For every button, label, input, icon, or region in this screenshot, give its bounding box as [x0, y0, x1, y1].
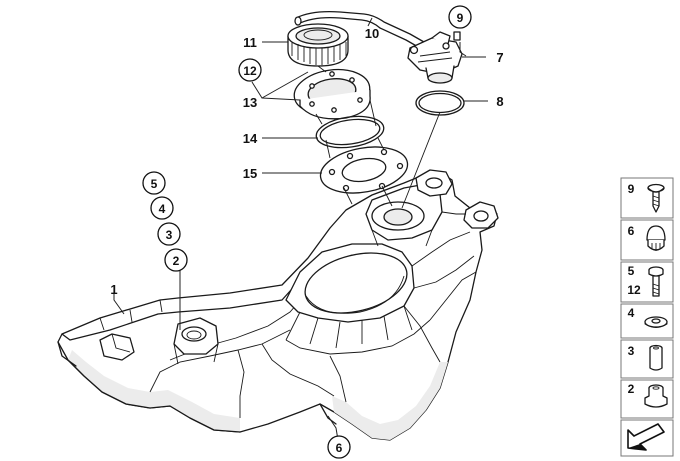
callout-label: 4: [159, 202, 166, 216]
callout-circle: [157, 222, 181, 246]
legend-label: 4: [628, 306, 635, 320]
callout-label: 11: [243, 35, 257, 50]
gasket-plate-drawing: [319, 146, 409, 194]
washer-icon: [644, 316, 668, 328]
callout-label: 10: [365, 26, 379, 41]
legend-label: 6: [628, 224, 635, 238]
pump-unit-drawing: [407, 31, 463, 84]
fuel-tank-drawing: [57, 169, 499, 441]
grommet-icon: [644, 384, 668, 408]
callout-label: 1: [110, 282, 117, 297]
callout-circle: [238, 58, 262, 82]
direction-arrow-icon: [627, 423, 665, 451]
callout-label: 7: [496, 50, 503, 65]
sleeve-icon: [649, 344, 663, 371]
callout-label: 5: [151, 177, 158, 191]
legend-cell: [620, 261, 674, 303]
hex-bolt-icon: [648, 266, 664, 297]
legend-cell: [620, 177, 674, 219]
legend-label: 5: [628, 264, 635, 278]
mounting-ring-drawing: [293, 68, 371, 120]
fastener-legend: 9 6 5 12 4: [620, 177, 674, 457]
callout-circle: [164, 248, 188, 272]
callout-label: 8: [496, 94, 503, 109]
callout-label: 9: [457, 11, 464, 25]
expanding-rivet-icon: [646, 225, 666, 251]
o-ring-drawing: [415, 90, 465, 116]
callout-label: 15: [243, 166, 257, 181]
callout-circle: [448, 5, 472, 29]
callout-label: 3: [166, 228, 173, 242]
callout-labels: 11 12 13 14 15 10 9 7 8 5 4 3 2 1 6: [110, 5, 504, 459]
callout-circle: [150, 196, 174, 220]
callout-label: 2: [173, 254, 180, 268]
legend-cell: [620, 339, 674, 379]
callout-label: 13: [243, 95, 257, 110]
tapping-screw-icon: [647, 183, 665, 213]
legend-label: 2: [628, 382, 635, 396]
callout-label: 14: [243, 131, 258, 146]
callout-label: 6: [336, 441, 343, 455]
callout-circle: [327, 435, 351, 459]
seal-ring-drawing: [315, 115, 385, 149]
hose-drawing: [294, 10, 425, 49]
legend-label: 3: [628, 344, 635, 358]
legend-label: 9: [628, 182, 635, 196]
callout-circle: [142, 171, 166, 195]
legend-label: 12: [627, 283, 641, 297]
filler-cap-drawing: [287, 23, 349, 67]
callout-label: 12: [243, 64, 257, 78]
